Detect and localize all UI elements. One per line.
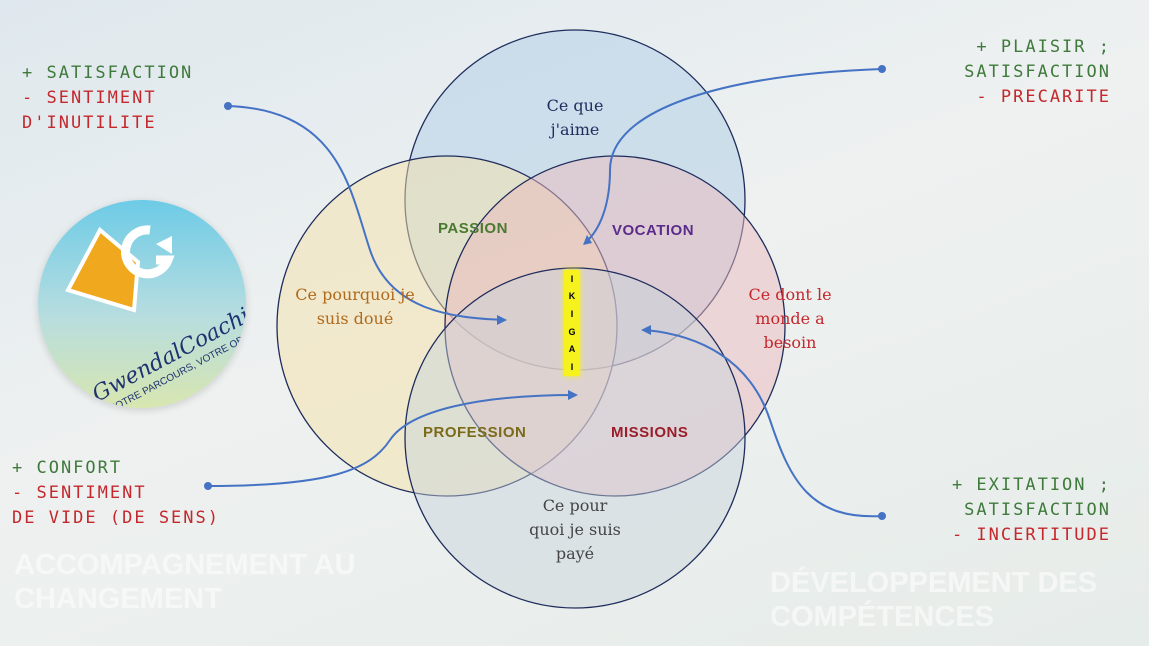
circle-right bbox=[444, 155, 786, 497]
note-bottom-left: + CONFORT - SENTIMENT DE VIDE (DE SENS) bbox=[12, 456, 220, 531]
label-what-im-good-at: Ce pourquoi je suis doué bbox=[295, 285, 415, 328]
note-plus: SATISFACTION bbox=[964, 62, 1111, 82]
watermark-line1: ACCOMPAGNEMENT AU CHANGEMENT bbox=[14, 549, 356, 615]
label-what-paid-for: Ce pour quoi je suis payé bbox=[529, 496, 621, 563]
note-minus: - INCERTITUDE bbox=[951, 525, 1111, 545]
ikigai-letter: I bbox=[570, 362, 574, 373]
note-plus: + SATISFACTION bbox=[22, 63, 194, 83]
note-plus: + CONFORT bbox=[12, 458, 123, 478]
ikigai-letter: I bbox=[570, 273, 574, 284]
ikigai-center: I K I G A I bbox=[564, 270, 580, 376]
ikigai-letter: A bbox=[568, 344, 576, 355]
zone-passion: PASSION bbox=[438, 220, 508, 237]
arrow-top-left bbox=[227, 105, 506, 321]
note-minus: - PRECARITE bbox=[976, 87, 1111, 107]
note-bottom-right: + EXITATION ; SATISFACTION - INCERTITUDE bbox=[952, 473, 1111, 548]
zone-vocation: VOCATION bbox=[612, 222, 695, 239]
note-top-left: + SATISFACTION - SENTIMENT D'INUTILITE bbox=[22, 61, 193, 136]
note-minus: D'INUTILITE bbox=[22, 113, 157, 133]
gwendal-coaching-logo: GwendalCoaching NOTRE PARCOURS, VOTRE OB… bbox=[38, 200, 246, 408]
note-plus: + PLAISIR ; bbox=[976, 37, 1111, 57]
label-what-world-needs: Ce dont le monde a besoin bbox=[748, 285, 832, 352]
note-plus: + EXITATION ; bbox=[951, 475, 1111, 495]
arrow-bottom-right bbox=[644, 329, 883, 518]
zone-profession: PROFESSION bbox=[423, 424, 527, 441]
note-minus: - SENTIMENT bbox=[12, 483, 147, 503]
note-plus: SATISFACTION bbox=[964, 500, 1111, 520]
arrow-top-right bbox=[584, 68, 883, 244]
ikigai-letter: I bbox=[570, 309, 574, 320]
logo-mark-icon: GwendalCoaching NOTRE PARCOURS, VOTRE OB… bbox=[65, 225, 246, 408]
watermark-line2: DÉVELOPPEMENT DES COMPÉTENCES bbox=[770, 567, 1098, 633]
note-top-right: + PLAISIR ; SATISFACTION - PRECARITE bbox=[964, 35, 1111, 110]
note-minus: DE VIDE (DE SENS) bbox=[12, 508, 220, 528]
arrow-bottom-left bbox=[207, 394, 576, 487]
circle-bottom bbox=[404, 267, 746, 609]
ikigai-letter: K bbox=[568, 291, 576, 302]
zone-missions: MISSIONS bbox=[611, 424, 689, 441]
note-minus: - SENTIMENT bbox=[22, 88, 157, 108]
label-what-i-love: Ce que j'aime bbox=[546, 96, 604, 139]
ikigai-letter: G bbox=[568, 326, 576, 337]
